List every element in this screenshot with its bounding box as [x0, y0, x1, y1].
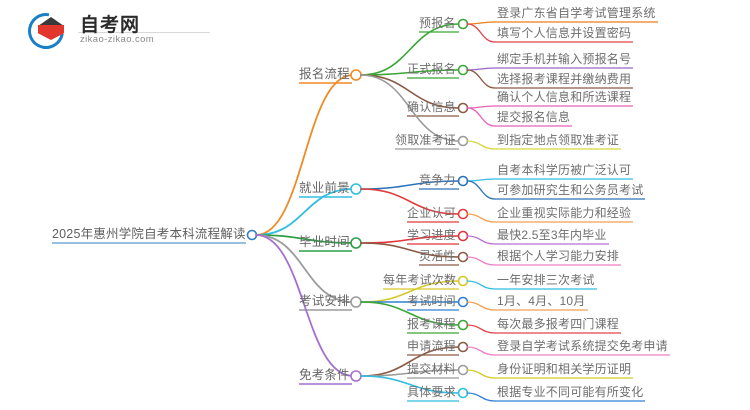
- leaf-connector: [466, 23, 496, 43]
- leaf-connector: [466, 21, 496, 25]
- branch-connector: [255, 188, 354, 236]
- leaf-label-1-1-0[interactable]: 企业重视实际能力和经验: [497, 206, 632, 220]
- subbranch-connector: [360, 242, 460, 258]
- leaf-label-4-0-0[interactable]: 登录自学考试系统提交免考申请: [497, 339, 668, 353]
- subbranch-connector: [360, 301, 460, 326]
- branch-connector: [255, 234, 354, 377]
- leaf-label-0-1-0[interactable]: 绑定手机并输入预报名号: [497, 52, 632, 66]
- subbranch-label-0-1[interactable]: 正式报名: [407, 62, 456, 76]
- leaf-connector: [466, 346, 496, 356]
- branch-dot-3[interactable]: [350, 296, 362, 308]
- branch-dot-4[interactable]: [350, 370, 362, 382]
- subbranch-dot-1-1[interactable]: [457, 208, 469, 220]
- subbranch-dot-4-2[interactable]: [457, 387, 469, 399]
- leaf-connector: [466, 67, 496, 71]
- branch-dot-1[interactable]: [350, 183, 362, 195]
- branch-dot-2[interactable]: [350, 237, 362, 249]
- leaf-label-2-1-0[interactable]: 根据个人学习能力安排: [497, 249, 620, 263]
- subbranch-label-3-1[interactable]: 考试时间: [407, 294, 456, 308]
- subbranch-label-0-3[interactable]: 领取准考证: [395, 133, 457, 147]
- logo-name: 自考网: [80, 15, 141, 36]
- graduation-cap-book-logo-icon: [20, 5, 72, 57]
- subbranch-dot-0-2[interactable]: [457, 102, 469, 114]
- subbranch-dot-3-0[interactable]: [457, 275, 469, 287]
- leaf-label-0-0-1[interactable]: 填写个人信息并设置密码: [497, 26, 632, 40]
- leaf-connector: [466, 140, 496, 150]
- subbranch-connector: [360, 74, 460, 109]
- subbranch-connector: [360, 375, 460, 394]
- subbranch-label-0-2[interactable]: 确认信息: [407, 100, 456, 114]
- leaf-connector: [466, 369, 496, 379]
- leaf-connector: [466, 324, 496, 334]
- subbranch-label-4-0[interactable]: 申请流程: [407, 339, 456, 353]
- leaf-label-0-1-1[interactable]: 选择报考课程并缴纳费用: [497, 72, 632, 86]
- logo-divider: [78, 32, 210, 33]
- leaf-connector: [466, 178, 496, 182]
- branch-label-0[interactable]: 报名流程: [299, 67, 350, 81]
- subbranch-dot-4-0[interactable]: [457, 341, 469, 353]
- subbranch-label-1-1[interactable]: 企业认可: [407, 206, 456, 220]
- leaf-connector: [466, 105, 496, 109]
- leaf-label-4-1-0[interactable]: 身份证明和相关学历证明: [497, 362, 632, 376]
- subbranch-connector: [360, 74, 460, 142]
- leaf-label-0-2-1[interactable]: 提交报名信息: [497, 110, 571, 124]
- branch-label-1[interactable]: 就业前景: [299, 181, 350, 195]
- subbranch-connector: [360, 23, 460, 76]
- subbranch-dot-0-1[interactable]: [457, 64, 469, 76]
- leaf-connector: [466, 256, 496, 266]
- site-logo: 自考网 zikao-zikao.com: [20, 5, 218, 57]
- subbranch-connector: [360, 180, 460, 190]
- subbranch-dot-0-3[interactable]: [457, 135, 469, 147]
- leaf-connector: [466, 392, 496, 402]
- branch-connector: [255, 234, 354, 244]
- subbranch-label-1-0[interactable]: 竞争力: [419, 173, 456, 187]
- subbranch-label-0-0[interactable]: 预报名: [419, 16, 456, 30]
- subbranch-label-4-1[interactable]: 提交材料: [407, 362, 456, 376]
- leaf-label-0-2-0[interactable]: 确认个人信息和所选课程: [497, 90, 632, 104]
- branch-label-3[interactable]: 考试安排: [299, 294, 350, 308]
- leaf-label-3-1-0[interactable]: 1月、4月、10月: [497, 294, 586, 308]
- subbranch-label-3-2[interactable]: 报考课程: [407, 317, 456, 331]
- branch-connector: [255, 234, 354, 303]
- branch-label-2[interactable]: 毕业时间: [299, 235, 350, 249]
- leaf-connector: [466, 280, 496, 290]
- leaf-label-0-0-0[interactable]: 登录广东省自学考试管理系统: [497, 6, 656, 20]
- subbranch-connector: [360, 69, 460, 76]
- subbranch-dot-3-2[interactable]: [457, 319, 469, 331]
- subbranch-dot-1-0[interactable]: [457, 175, 469, 187]
- leaf-label-3-2-0[interactable]: 每次最多报考四门课程: [497, 317, 620, 331]
- leaf-connector: [466, 180, 496, 200]
- leaf-label-1-0-0[interactable]: 自考本科学历被广泛认可: [497, 163, 632, 177]
- subbranch-label-3-0[interactable]: 每年考试次数: [383, 273, 457, 287]
- branch-label-4[interactable]: 免考条件: [299, 368, 350, 382]
- subbranch-label-2-1[interactable]: 灵活性: [419, 249, 456, 263]
- leaf-label-4-2-0[interactable]: 根据专业不同可能有所变化: [497, 385, 644, 399]
- leaf-label-2-0-0[interactable]: 最快2.5至3年内毕业: [497, 228, 607, 242]
- subbranch-label-4-2[interactable]: 具体要求: [407, 385, 456, 399]
- subbranch-connector: [360, 188, 460, 215]
- leaf-label-1-0-1[interactable]: 可参加研究生和公务员考试: [497, 183, 644, 197]
- subbranch-dot-4-1[interactable]: [457, 364, 469, 376]
- leaf-connector: [466, 301, 496, 311]
- leaf-label-0-3-0[interactable]: 到指定地点领取准考证: [497, 133, 620, 147]
- logo-url: zikao-zikao.com: [80, 34, 155, 45]
- leaf-connector: [466, 235, 496, 245]
- subbranch-connector: [360, 346, 460, 377]
- leaf-label-3-0-0[interactable]: 一年安排三次考试: [497, 273, 595, 287]
- subbranch-dot-2-0[interactable]: [457, 230, 469, 242]
- root-node-label[interactable]: 2025年惠州学院自考本科流程解读: [52, 227, 246, 241]
- subbranch-label-2-0[interactable]: 学习进度: [407, 228, 456, 242]
- leaf-connector: [466, 213, 496, 223]
- subbranch-dot-3-1[interactable]: [457, 296, 469, 308]
- branch-dot-0[interactable]: [350, 69, 362, 81]
- subbranch-dot-2-1[interactable]: [457, 251, 469, 263]
- subbranch-dot-0-0[interactable]: [457, 18, 469, 30]
- leaf-connector: [466, 69, 496, 89]
- leaf-connector: [466, 107, 496, 127]
